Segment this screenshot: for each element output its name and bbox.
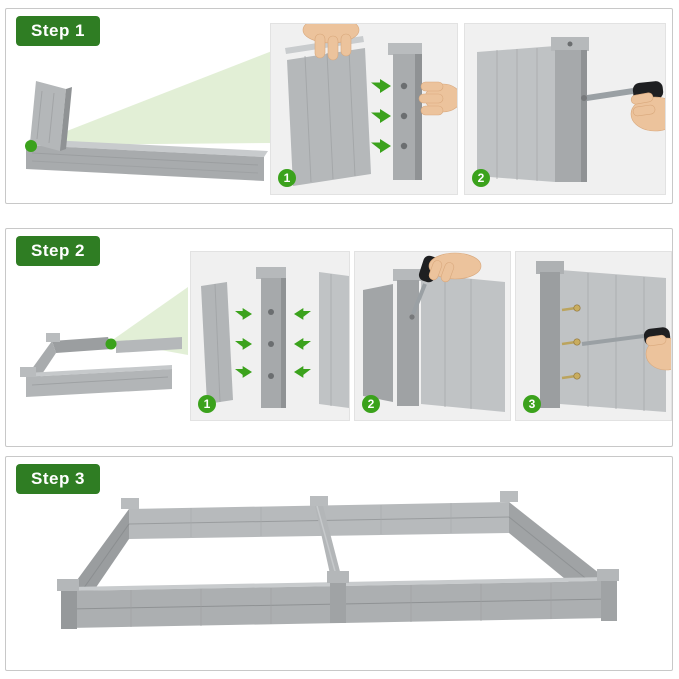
green-arrow-icon: [235, 338, 252, 350]
right-board: [319, 272, 349, 408]
step1-overview-illustration: [12, 47, 272, 199]
center-divider: [315, 505, 343, 583]
step3-panel: Step 3: [5, 456, 673, 671]
green-arrow-icon: [371, 79, 391, 93]
step2-substep3-photo: 3: [515, 251, 672, 421]
zoom-beam: [31, 51, 272, 145]
screw-icon: [409, 314, 415, 320]
partial-frame: [20, 333, 182, 397]
screwdriver-fastening-top: [363, 252, 505, 412]
hand-icon: [418, 81, 457, 116]
substep-badge: 2: [362, 395, 380, 413]
step2-substep2-photo: 2: [354, 251, 511, 421]
green-arrow-icon: [294, 308, 311, 320]
step1-substep2-photo: 2: [464, 23, 666, 195]
green-arrow-icon: [371, 139, 391, 153]
substep-badge: 1: [278, 169, 296, 187]
long-board: [26, 139, 268, 181]
screw-icon: [561, 304, 581, 312]
screw-icon: [561, 338, 581, 346]
substep-badge: 3: [523, 395, 541, 413]
step2-overview-drawing: [20, 287, 188, 397]
corner-post: [393, 269, 423, 406]
raised-side-board: [30, 81, 72, 151]
side-board: [285, 36, 371, 186]
corner-post: [536, 261, 564, 408]
step2-substep1-photo: 1: [190, 251, 350, 421]
hand-icon: [630, 92, 665, 132]
step1-substep1-photo: 1: [270, 23, 458, 195]
panels-to-post-alignment: [201, 267, 349, 408]
step1-overview-drawing: [25, 51, 272, 181]
alignment-arrows: [371, 79, 391, 153]
post-cap: [121, 498, 139, 509]
step2-label: Step 2: [16, 236, 101, 266]
garden-bed-drawing: [57, 491, 619, 629]
post-cap: [310, 496, 328, 506]
screw-icon: [581, 95, 587, 101]
hand-icon: [645, 334, 671, 371]
hand-icon: [302, 24, 360, 61]
left-board: [201, 282, 233, 404]
step3-label: Step 3: [16, 464, 101, 494]
substep-badge: 1: [198, 395, 216, 413]
green-arrow-icon: [371, 109, 391, 123]
right-board: [421, 274, 505, 412]
left-board: [363, 284, 393, 402]
hand-icon: [428, 252, 482, 283]
corner-post: [388, 43, 422, 180]
front-post: [327, 571, 349, 623]
screws-into-corner: [536, 261, 671, 412]
joint-dot: [105, 338, 117, 350]
screw-icon: [561, 372, 581, 380]
substep-badge: 2: [472, 169, 490, 187]
step2-overview-illustration: [12, 277, 188, 437]
green-arrow-icon: [235, 366, 252, 378]
step2-panel: Step 2: [5, 228, 673, 447]
green-arrow-icon: [294, 366, 311, 378]
corner-post: [256, 267, 286, 408]
side-board: [477, 46, 555, 182]
alignment-arrows: [235, 308, 311, 378]
screwdriver-fastening: [477, 37, 665, 182]
step1-panel: Step 1: [5, 8, 673, 204]
assembled-garden-bed: [51, 485, 627, 667]
front-post: [57, 579, 79, 629]
green-arrow-icon: [294, 338, 311, 350]
joint-dot: [25, 140, 37, 152]
front-post: [597, 569, 619, 621]
step1-label: Step 1: [16, 16, 101, 46]
board-to-post-alignment: [285, 24, 457, 186]
corner-post: [551, 37, 589, 182]
post-cap: [500, 491, 518, 502]
green-arrow-icon: [235, 308, 252, 320]
